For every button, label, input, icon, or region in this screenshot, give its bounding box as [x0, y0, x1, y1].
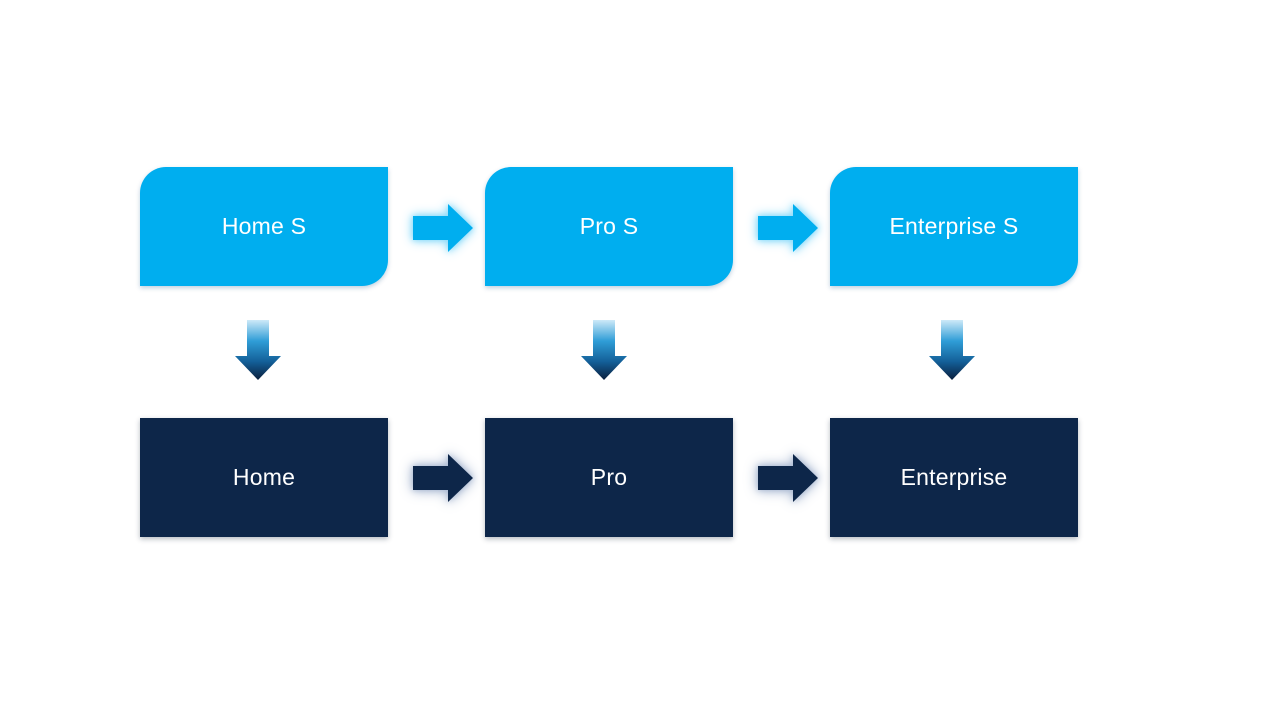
right-arrow-icon [413, 204, 473, 252]
box-enterprise: Enterprise [830, 418, 1078, 537]
box-home-s: Home S [140, 167, 388, 286]
box-enterprise-label: Enterprise [900, 464, 1008, 490]
down-arrow-icon [581, 320, 627, 380]
box-enterprise-s: Enterprise S [830, 167, 1078, 286]
box-pro-s: Pro S [485, 167, 733, 286]
box-pro-s-label: Pro S [579, 213, 639, 239]
box-enterprise-s-label: Enterprise S [889, 213, 1019, 239]
down-arrow-icon [929, 320, 975, 380]
right-arrow-icon [758, 454, 818, 502]
box-home-s-label: Home S [221, 213, 307, 239]
box-pro-label: Pro [590, 464, 628, 490]
right-arrow-icon [413, 454, 473, 502]
right-arrow-icon [758, 204, 818, 252]
down-arrow-icon [235, 320, 281, 380]
box-home: Home [140, 418, 388, 537]
box-pro: Pro [485, 418, 733, 537]
box-home-label: Home [232, 464, 296, 490]
